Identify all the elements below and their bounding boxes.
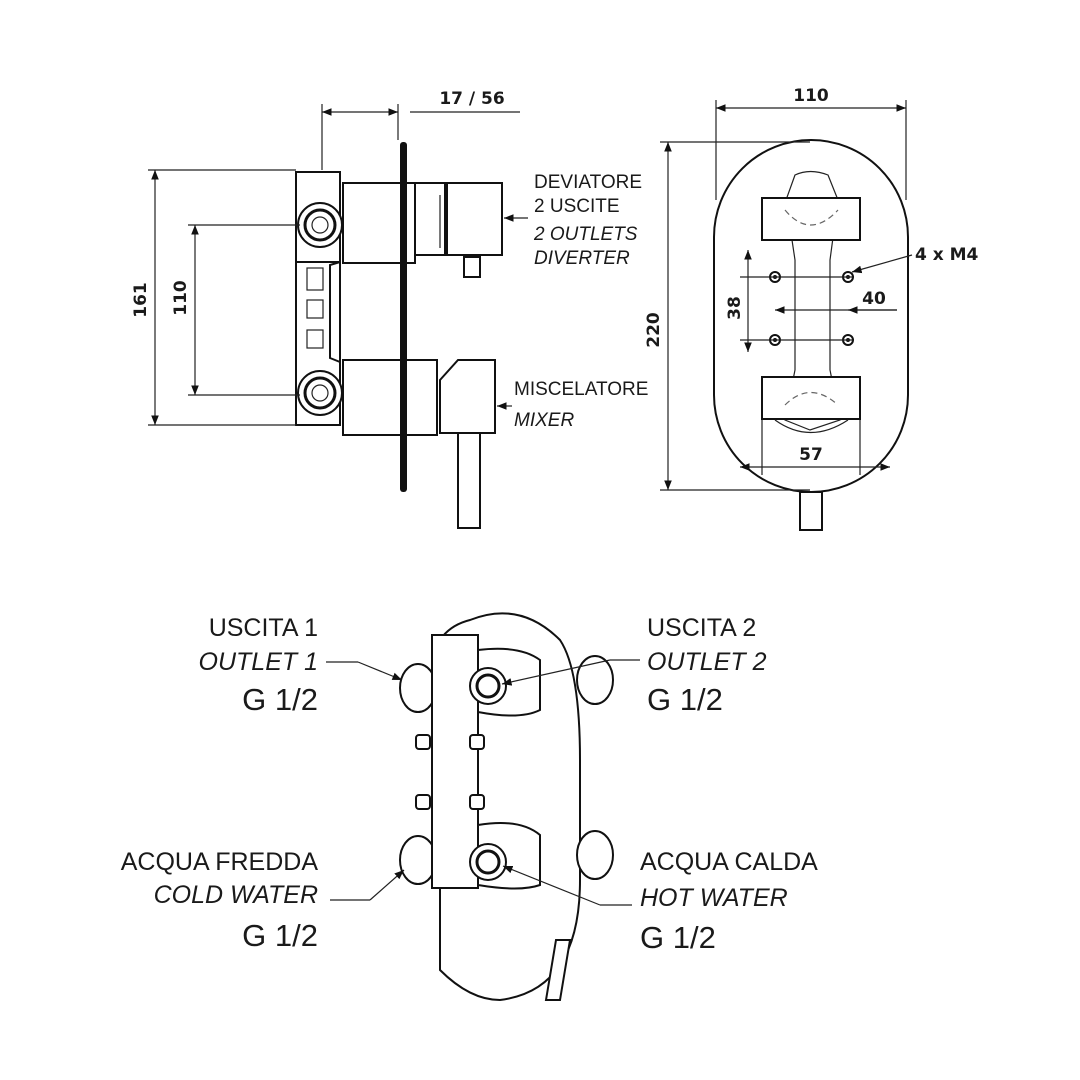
dim-width: 110 xyxy=(793,86,829,106)
mixer-label-en: MIXER xyxy=(514,410,574,431)
outlet1-label-en: OUTLET 1 xyxy=(199,648,318,676)
diverter-label-it-2: 2 USCITE xyxy=(534,196,620,217)
hot-label-it: ACQUA CALDA xyxy=(640,848,818,876)
dim-height: 161 xyxy=(131,282,151,318)
dim-spacing: 110 xyxy=(171,280,191,316)
outlet1-port-icon xyxy=(469,667,507,705)
hot-thread: G 1/2 xyxy=(640,920,716,955)
diverter-label-en-2: DIVERTER xyxy=(534,248,630,269)
dim-holes-vertical: 38 xyxy=(725,296,745,320)
outlet2-label-en: OUTLET 2 xyxy=(647,648,767,676)
cold-thread: G 1/2 xyxy=(242,918,318,953)
outlet1-thread: G 1/2 xyxy=(242,682,318,717)
outlet1-label-it: USCITA 1 xyxy=(209,614,318,642)
side-view: 17 / 56 161 110 DEVIATORE 2 USCITE 2 OUT… xyxy=(131,89,648,529)
upper-port-icon xyxy=(297,202,343,248)
hot-port-icon xyxy=(469,843,507,881)
dim-height-front: 220 xyxy=(644,312,664,348)
dim-holes-horizontal: 40 xyxy=(862,289,886,309)
diverter-label-en: 2 OUTLETS xyxy=(533,224,638,245)
outlet2-label-it: USCITA 2 xyxy=(647,614,756,642)
cold-label-en: COLD WATER xyxy=(154,881,318,909)
mixer-label-it: MISCELATORE xyxy=(514,379,648,400)
lower-port-icon xyxy=(297,370,343,416)
screws-label: 4 x M4 xyxy=(915,245,979,265)
outlet2-thread: G 1/2 xyxy=(647,682,723,717)
front-view: 110 220 38 40 57 4 x M4 xyxy=(644,86,979,531)
cold-label-it: ACQUA FREDDA xyxy=(121,848,319,876)
dim-bottom: 57 xyxy=(799,445,823,465)
isometric-view: USCITA 1 OUTLET 1 G 1/2 ACQUA FREDDA COL… xyxy=(121,612,818,1002)
dim-depth: 17 / 56 xyxy=(439,89,504,109)
diverter-label-it: DEVIATORE xyxy=(534,172,642,193)
hot-label-en: HOT WATER xyxy=(640,884,788,912)
